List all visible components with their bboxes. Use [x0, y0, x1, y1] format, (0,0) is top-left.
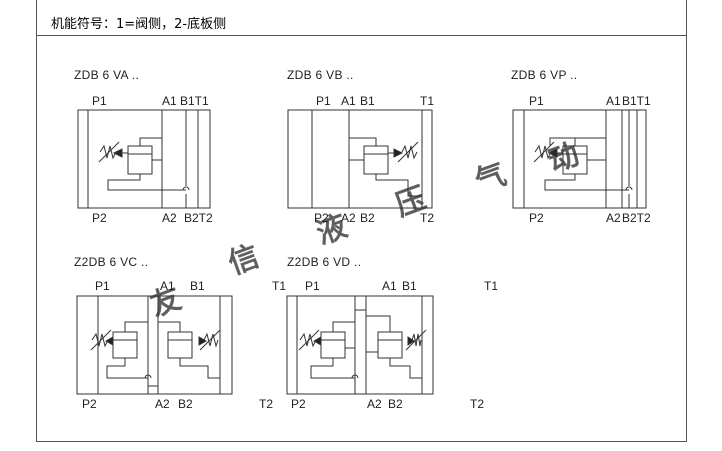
connection-line	[349, 137, 377, 146]
symbol-z2db6vd: Z2DB 6 VD .. P1 A1 B1 T1 P2 A2 B2 T2	[286, 255, 498, 411]
drain-line	[179, 358, 220, 379]
spring-icon	[401, 144, 418, 160]
valve-body	[286, 295, 434, 395]
symbol-zdb6va: ZDB 6 VA .. P1 A1 B1T1 P2 A2 B2T2	[74, 68, 213, 225]
content-frame: 机能符号：1=阀侧，2-底板侧	[36, 0, 687, 442]
connection-line	[574, 137, 606, 146]
port-label: A2	[341, 211, 356, 225]
pressure-reducing-valve-a	[112, 331, 138, 359]
connection-line	[158, 321, 181, 332]
port-label: B2T2	[184, 211, 213, 225]
drain-line	[375, 174, 422, 197]
port-label: B1T1	[622, 94, 651, 108]
adjustable-arrow	[199, 329, 221, 351]
port-label: A1	[160, 279, 175, 293]
port-label: A1	[382, 279, 397, 293]
spring-icon	[411, 333, 422, 347]
port-label: P1	[92, 94, 107, 108]
line-crossing	[144, 374, 152, 379]
port-label: P2	[529, 211, 544, 225]
pressure-reducing-valve-b	[167, 331, 193, 359]
symbol-title: ZDB 6 VP ..	[511, 68, 577, 82]
valve-body	[77, 109, 211, 209]
symbol-title: Z2DB 6 VD ..	[287, 255, 361, 269]
port-label: B2	[178, 397, 193, 411]
drain-line	[107, 174, 186, 191]
watermark-char-5: 气	[471, 158, 510, 199]
pressure-reducing-valve	[363, 145, 389, 175]
port-label: T2	[420, 211, 434, 225]
port-label: P1	[95, 279, 110, 293]
port-label: A2	[155, 397, 170, 411]
port-label: P2	[314, 211, 329, 225]
adjustable-arrow	[397, 141, 419, 163]
port-label: A1	[606, 94, 621, 108]
connection-line	[332, 321, 355, 332]
drain-line	[106, 358, 148, 379]
port-label: P1	[529, 94, 544, 108]
port-label: B2	[388, 397, 403, 411]
port-label: T1	[420, 94, 434, 108]
line-crossing	[625, 186, 633, 191]
watermark: 友 信 液 压 气 动	[146, 137, 584, 323]
port-label: A1	[341, 94, 356, 108]
pilot-arrow	[312, 336, 322, 346]
connection-line	[549, 137, 575, 146]
drain-line	[544, 174, 629, 191]
port-label: P2	[291, 397, 306, 411]
pressure-reducing-valve	[127, 145, 153, 175]
adjustable-arrow	[298, 329, 320, 351]
pilot-arrow	[407, 336, 415, 346]
valve-body	[512, 109, 647, 209]
port-label: A2	[367, 397, 382, 411]
line-crossing	[351, 374, 359, 379]
drain-line	[310, 358, 355, 379]
pilot-arrow	[198, 336, 208, 346]
port-label: B2	[360, 211, 375, 225]
port-label: P1	[305, 279, 320, 293]
pressure-reducing-valve-a	[320, 331, 346, 359]
port-label: B1	[190, 279, 205, 293]
connection-line	[124, 321, 148, 332]
drain-line	[389, 358, 422, 379]
port-label: A1	[162, 94, 177, 108]
connection-line	[355, 309, 391, 332]
header-strip: 机能符号：1=阀侧，2-底板侧	[37, 0, 686, 36]
pilot-arrow	[104, 336, 114, 346]
port-label: T2	[259, 397, 273, 411]
adjustable-arrow	[98, 141, 120, 163]
spring-icon	[203, 332, 219, 348]
valve-body	[287, 109, 433, 209]
line-crossing	[182, 186, 190, 191]
header-title: 机能符号：1=阀侧，2-底板侧	[51, 17, 227, 32]
port-label: B1	[402, 279, 417, 293]
connection-line	[139, 137, 162, 146]
symbol-title: Z2DB 6 VC ..	[74, 255, 148, 269]
symbol-title: ZDB 6 VB ..	[287, 68, 354, 82]
port-label: T1	[484, 279, 498, 293]
symbol-z2db6vc: Z2DB 6 VC .. P1 A1 B1 T1 P2 A2 B2 T2	[74, 255, 286, 411]
pilot-arrow	[393, 148, 404, 158]
adjustable-arrow	[90, 329, 112, 351]
port-label: P2	[92, 211, 107, 225]
symbol-zdb6vb: ZDB 6 VB .. P1 A1 B1 T1 P2 A2 B2 T2	[287, 68, 434, 225]
port-label: B1T1	[180, 94, 209, 108]
symbol-zdb6vp: ZDB 6 VP .. P1 A1 B1T1 P2 A2 B2T2	[511, 68, 651, 225]
port-label: A2	[606, 211, 621, 225]
port-label: P1	[316, 94, 331, 108]
port-label: B2T2	[622, 211, 651, 225]
adjustable-arrow	[533, 141, 555, 163]
port-label: A2	[162, 211, 177, 225]
adjustable-arrow	[405, 329, 427, 351]
port-label: B1	[360, 94, 375, 108]
port-label: T2	[470, 397, 484, 411]
watermark-char-2: 信	[224, 240, 263, 281]
pressure-reducing-valve-b	[377, 331, 403, 359]
symbol-title: ZDB 6 VA ..	[74, 68, 139, 82]
port-label: P2	[82, 397, 97, 411]
valve-body	[76, 295, 233, 395]
port-label: T1	[272, 279, 286, 293]
